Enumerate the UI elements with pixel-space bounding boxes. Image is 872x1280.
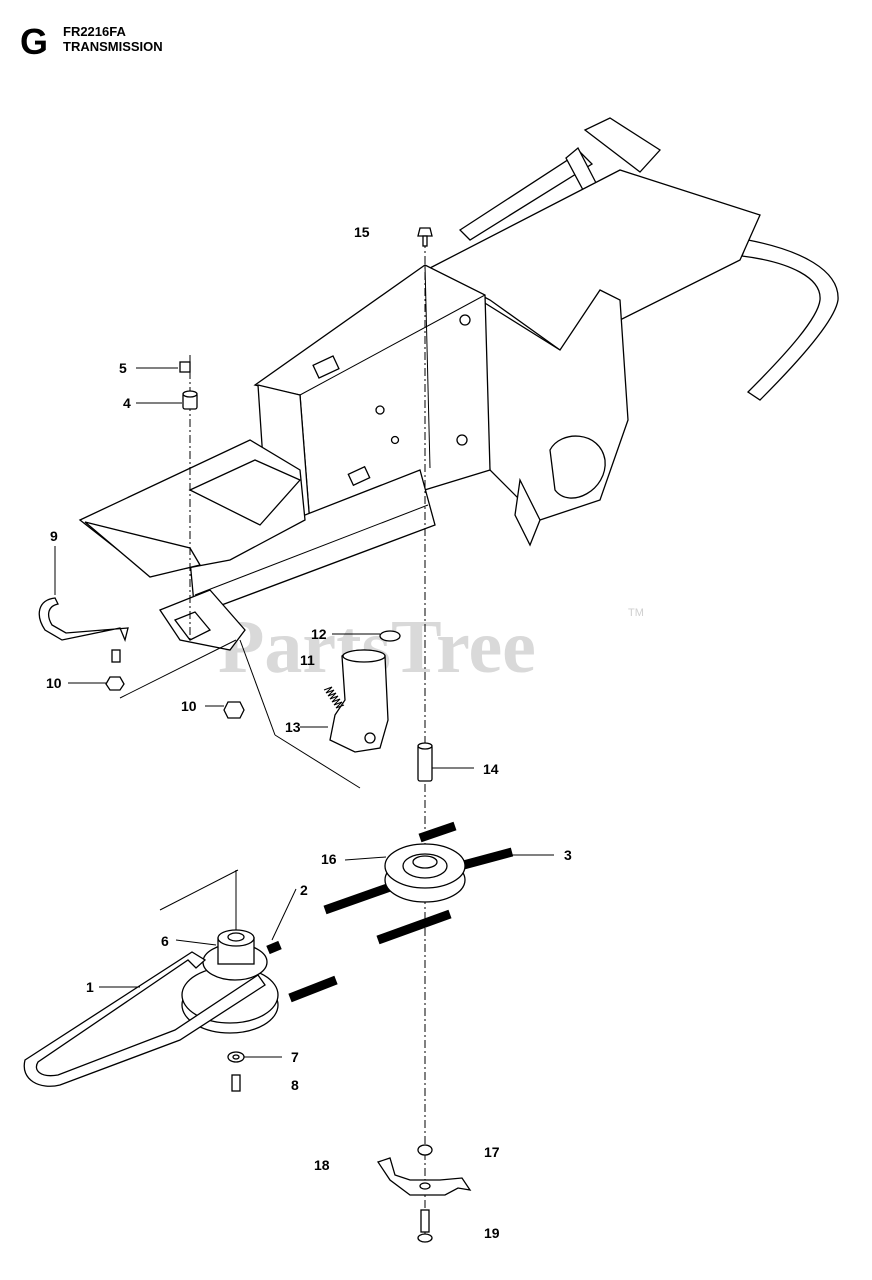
callout-1[interactable]: 1 — [86, 979, 94, 995]
part-15-bolt — [417, 227, 433, 247]
leader-lines — [54, 367, 554, 1058]
callout-12[interactable]: 12 — [311, 626, 327, 642]
part-17-washer — [417, 1144, 433, 1156]
model-number: FR2216FA — [63, 24, 126, 39]
part-13-spring — [323, 686, 345, 709]
callout-2[interactable]: 2 — [300, 882, 308, 898]
part-8-screw — [231, 1074, 241, 1092]
callout-10-right[interactable]: 10 — [181, 698, 197, 714]
callout-15[interactable]: 15 — [354, 224, 370, 240]
part-14-spacer — [417, 742, 433, 782]
callout-18[interactable]: 18 — [314, 1157, 330, 1173]
part-5-pin — [179, 361, 191, 373]
callout-13[interactable]: 13 — [285, 719, 301, 735]
part-1-belt — [23, 951, 266, 1087]
callout-6[interactable]: 6 — [161, 933, 169, 949]
callout-5[interactable]: 5 — [119, 360, 127, 376]
part-19-screw — [417, 1209, 433, 1243]
part-9-rod — [38, 597, 129, 663]
part-12-washer — [379, 630, 401, 642]
part-10-nut-right — [223, 701, 245, 719]
callout-labels: 1 2 3 4 5 6 7 8 9 10 10 11 12 13 14 15 1… — [46, 224, 572, 1241]
callout-11[interactable]: 11 — [300, 652, 315, 668]
part-16-idler-pulley — [384, 843, 466, 903]
part-2-belt-segments — [266, 940, 338, 1003]
watermark-trademark: TM — [628, 607, 644, 619]
callout-7[interactable]: 7 — [291, 1049, 299, 1065]
callout-3[interactable]: 3 — [564, 847, 572, 863]
section-letter: G — [20, 21, 49, 62]
callout-9[interactable]: 9 — [50, 528, 58, 544]
part-4-bushing — [182, 390, 198, 410]
callout-16[interactable]: 16 — [321, 851, 337, 867]
tractor-frame — [78, 117, 839, 789]
callout-14[interactable]: 14 — [483, 761, 499, 777]
section-title: TRANSMISSION — [63, 39, 163, 54]
part-10-nut-left — [105, 676, 125, 691]
callout-4[interactable]: 4 — [123, 395, 131, 411]
callout-17[interactable]: 17 — [484, 1144, 500, 1160]
callout-19[interactable]: 19 — [484, 1225, 500, 1241]
callout-8[interactable]: 8 — [291, 1077, 299, 1093]
callout-10-left[interactable]: 10 — [46, 675, 62, 691]
part-18-plate — [376, 1157, 472, 1196]
part-7-washer — [227, 1051, 245, 1063]
part-11-bracket — [329, 649, 389, 753]
